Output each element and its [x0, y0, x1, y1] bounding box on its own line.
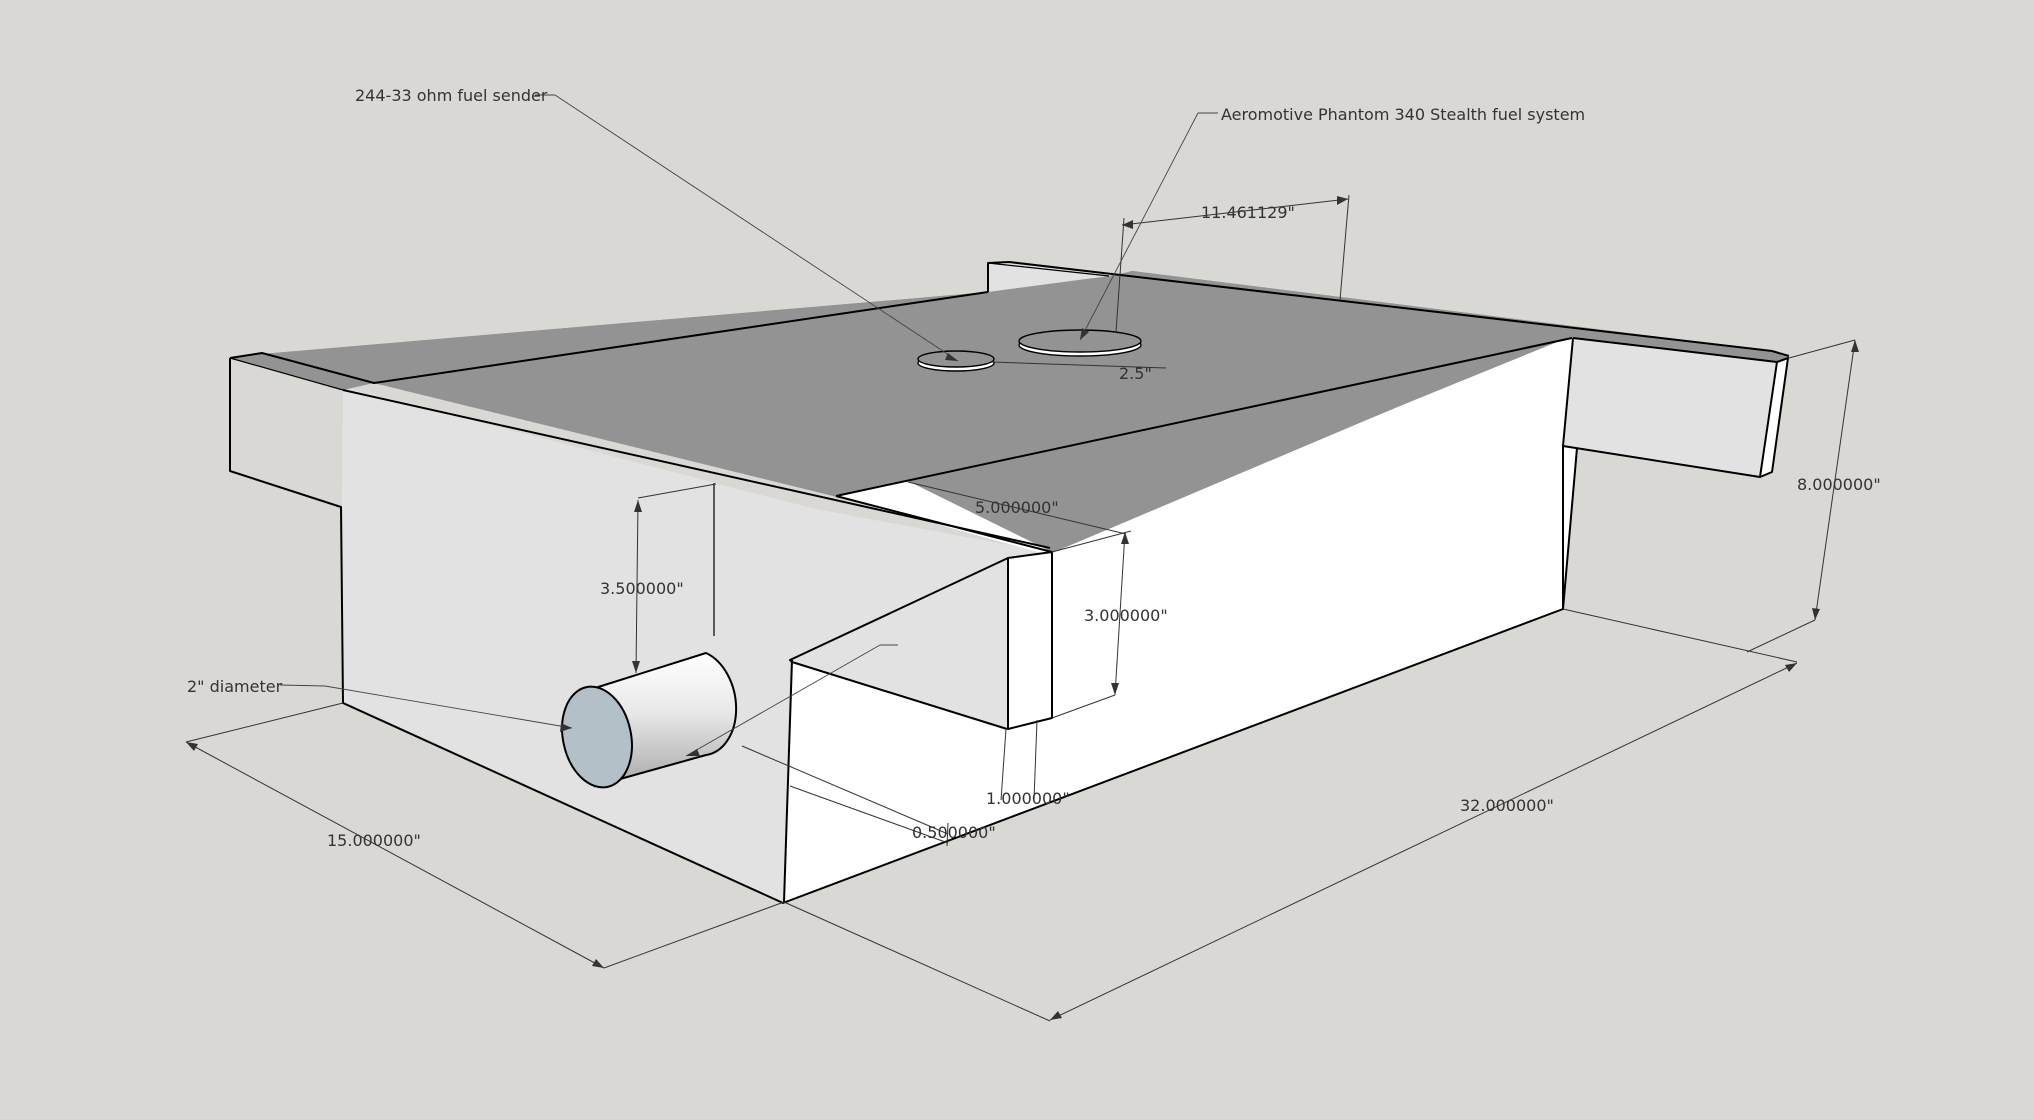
callout-fuel-sender: 244-33 ohm fuel sender: [355, 86, 548, 105]
dim-notch-height: 3.000000": [1084, 606, 1168, 625]
edge-left-flange: [229, 357, 344, 391]
edge-right-flange-end: [1759, 357, 1789, 478]
dim-width: 15.000000": [327, 831, 421, 850]
right-flange-top: [1573, 337, 1789, 362]
dim-pipe-offset: 0.500000": [912, 823, 996, 842]
outlet-pipe: [561, 651, 738, 789]
left-side-face: [230, 358, 1052, 903]
notch-cut: [836, 337, 1576, 553]
edge-left-top: [229, 291, 989, 384]
back-flange: [988, 262, 1109, 292]
callout-pipe-diameter: 2" diameter: [187, 677, 283, 696]
dim-height: 8.000000": [1797, 475, 1881, 494]
dimension-lines: [185, 94, 1859, 1022]
left-flange-top: [230, 353, 374, 390]
edge-notch-front: [1007, 551, 1053, 730]
fuel-system-hole: [1018, 329, 1142, 357]
edge-notch-back: [835, 337, 1573, 497]
edge-back-top: [987, 261, 1773, 352]
dim-top-offset: 11.461129": [1201, 203, 1295, 222]
notch-side-face: [714, 483, 1008, 729]
dim-length: 32.000000": [1460, 796, 1554, 815]
edge-right-flange-top: [1771, 350, 1790, 357]
labels: 244-33 ohm fuel sender Aeromotive Phanto…: [187, 86, 1881, 850]
tank-top-main: [262, 271, 1772, 549]
edge-front-corner: [783, 659, 793, 903]
right-flange-face: [1563, 338, 1777, 477]
dim-notch-width: 5.000000": [975, 498, 1059, 517]
right-flange-end: [1760, 358, 1788, 477]
dim-hole-diameter: 2.5": [1119, 364, 1152, 383]
notch-face: [1008, 552, 1052, 729]
edge-notch-top: [835, 495, 1053, 553]
callout-fuel-system: Aeromotive Phantom 340 Stealth fuel syst…: [1221, 105, 1585, 124]
tank-body: [229, 261, 1790, 904]
dim-step-height: 1.000000": [986, 789, 1070, 808]
fuel-sender-hole: [917, 350, 995, 372]
edge-back-flange: [987, 262, 1110, 277]
dim-pipe-height: 3.500000": [600, 579, 684, 598]
